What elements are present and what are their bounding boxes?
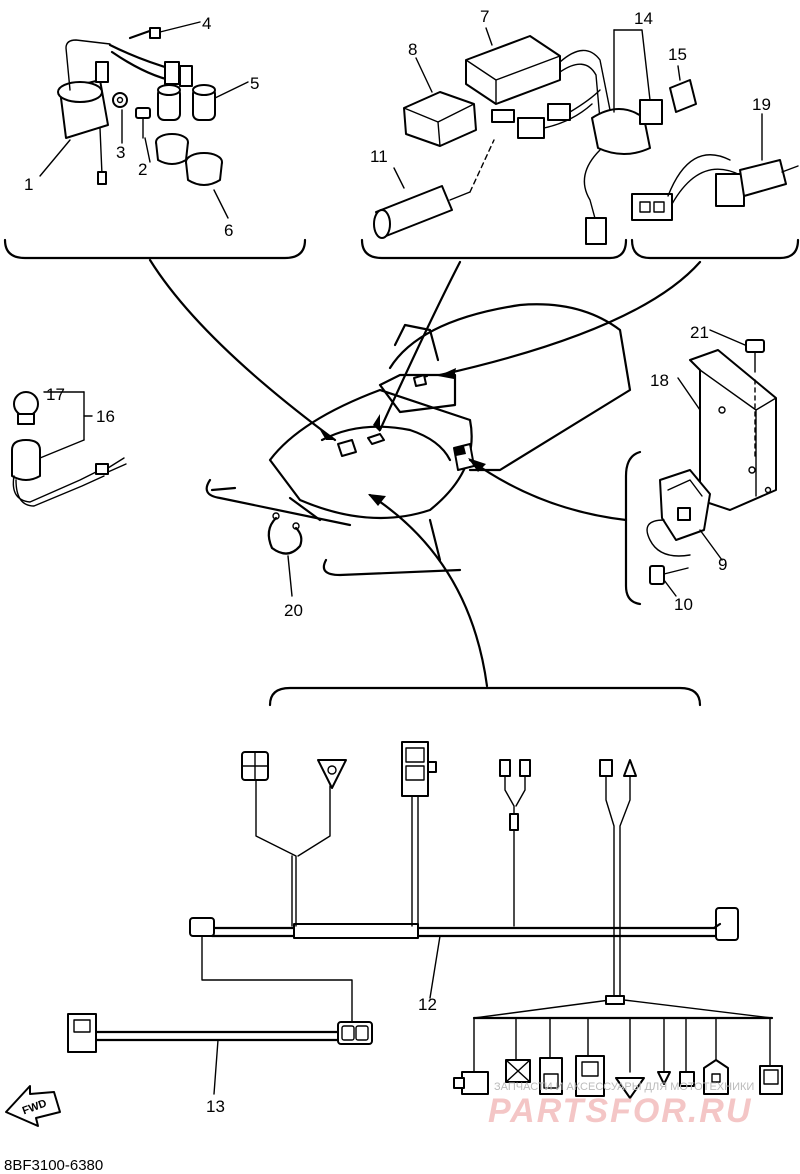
snowmobile-outline bbox=[205, 303, 632, 577]
watermark: ЗАПЧАСТИ И АКСЕССУАРЫ ДЛЯ МОТОТЕХНИКИ PA… bbox=[488, 1081, 754, 1130]
wire-clamp: 20 bbox=[267, 512, 303, 620]
part-label-20: 20 bbox=[284, 601, 303, 620]
group-bracket-top-left bbox=[3, 238, 307, 260]
key bbox=[669, 79, 697, 113]
part-label-11: 11 bbox=[370, 147, 388, 166]
group-bracket-bottom bbox=[268, 686, 702, 707]
grommets bbox=[155, 133, 223, 186]
part-label-6: 6 bbox=[224, 221, 233, 240]
throttle-override-switch bbox=[631, 154, 799, 221]
throttle-switch-group: 19 bbox=[630, 95, 800, 260]
bolt-regulator bbox=[649, 565, 689, 585]
part-label-10: 10 bbox=[674, 595, 693, 614]
wire-harness: 12 13 bbox=[67, 686, 783, 1116]
group-bracket-top-right bbox=[630, 238, 800, 260]
screw bbox=[135, 107, 151, 139]
watermark-logo: PARTSFOR.RU bbox=[488, 1092, 752, 1130]
wire-connectors bbox=[491, 89, 601, 139]
group-bracket-top-middle bbox=[360, 238, 628, 260]
part-label-3: 3 bbox=[116, 143, 125, 162]
spark-plug-caps bbox=[157, 84, 216, 121]
washer bbox=[112, 92, 128, 108]
condenser bbox=[373, 139, 495, 239]
part-label-16: 16 bbox=[96, 407, 115, 426]
voltage-regulator bbox=[646, 469, 711, 557]
part-label-14: 14 bbox=[634, 9, 653, 28]
bulb-socket-group: 17 16 bbox=[11, 385, 127, 507]
group-bracket-right bbox=[624, 450, 642, 606]
part-label-7: 7 bbox=[480, 7, 489, 26]
part-label-2: 2 bbox=[138, 160, 147, 179]
socket-cord bbox=[11, 439, 127, 507]
part-label-13: 13 bbox=[206, 1097, 225, 1116]
forward-arrow-icon: FWD bbox=[5, 1085, 61, 1127]
pointer-lines bbox=[148, 258, 702, 688]
main-switch bbox=[583, 99, 663, 245]
figure-code: 8BF3100-6380 bbox=[4, 1157, 103, 1174]
rubber-cover bbox=[403, 91, 477, 147]
part-label-12: 12 bbox=[418, 995, 437, 1014]
part-label-9: 9 bbox=[718, 555, 727, 574]
bolt bbox=[745, 339, 765, 461]
ignition-coil bbox=[57, 39, 111, 185]
watermark-line1: ЗАПЧАСТИ И АКСЕССУАРЫ ДЛЯ МОТОТЕХНИКИ bbox=[494, 1081, 754, 1093]
cdi-unit-group: 7 8 11 14 15 bbox=[360, 7, 697, 260]
part-label-8: 8 bbox=[408, 40, 417, 59]
part-label-5: 5 bbox=[250, 74, 259, 93]
part-label-1: 1 bbox=[24, 175, 33, 194]
part-label-15: 15 bbox=[668, 45, 687, 64]
part-label-4: 4 bbox=[202, 14, 211, 33]
regulator-group: 21 18 9 10 bbox=[624, 323, 777, 614]
part-label-17: 17 bbox=[46, 385, 65, 404]
bulb bbox=[13, 391, 39, 425]
part-label-19: 19 bbox=[752, 95, 771, 114]
part-label-21: 21 bbox=[690, 323, 709, 342]
high-tension-leads bbox=[108, 26, 193, 87]
part-label-18: 18 bbox=[650, 371, 669, 390]
ignition-coil-group: 1 2 3 4 5 6 bbox=[3, 14, 307, 260]
cdi-unit bbox=[465, 35, 611, 121]
